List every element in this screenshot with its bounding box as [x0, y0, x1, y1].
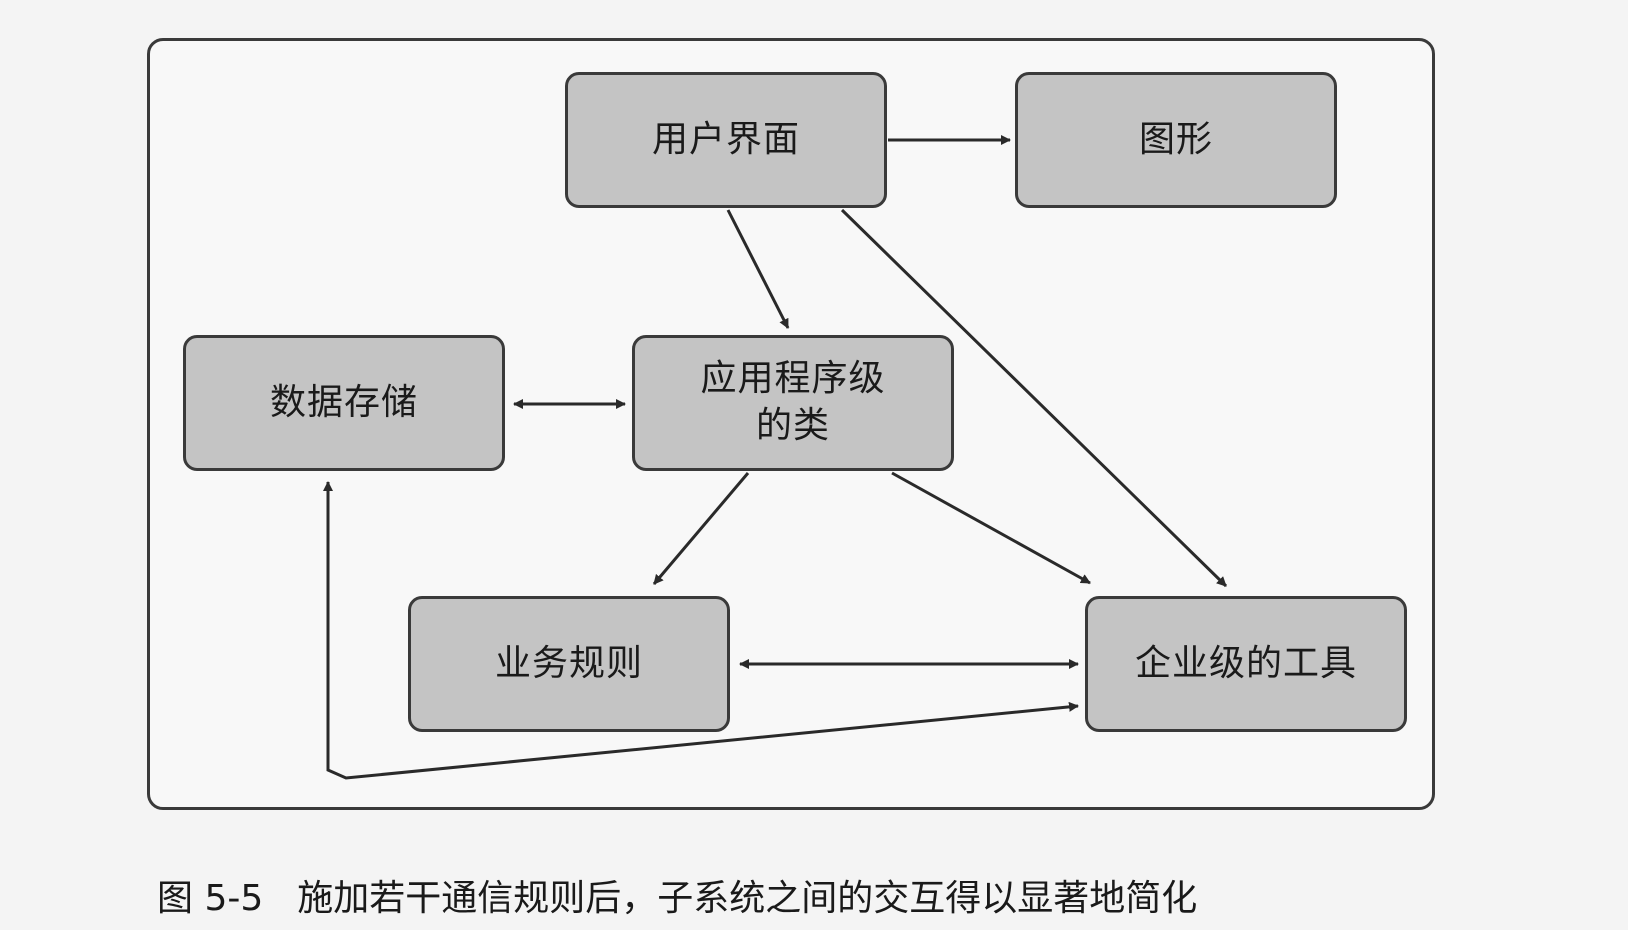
node-enterprise-tools: 企业级的工具	[1085, 596, 1407, 732]
node-business-rules: 业务规则	[408, 596, 730, 732]
figure-number: 图 5-5	[157, 878, 264, 919]
figure-caption: 图 5-5 施加若干通信规则后，子系统之间的交互得以显著地简化	[157, 874, 1597, 924]
node-graphics: 图形	[1015, 72, 1337, 208]
figure-caption-text: 施加若干通信规则后，子系统之间的交互得以显著地简化	[297, 878, 1198, 919]
node-application-classes: 应用程序级 的类	[632, 335, 954, 471]
node-user-interface: 用户界面	[565, 72, 887, 208]
node-data-storage: 数据存储	[183, 335, 505, 471]
